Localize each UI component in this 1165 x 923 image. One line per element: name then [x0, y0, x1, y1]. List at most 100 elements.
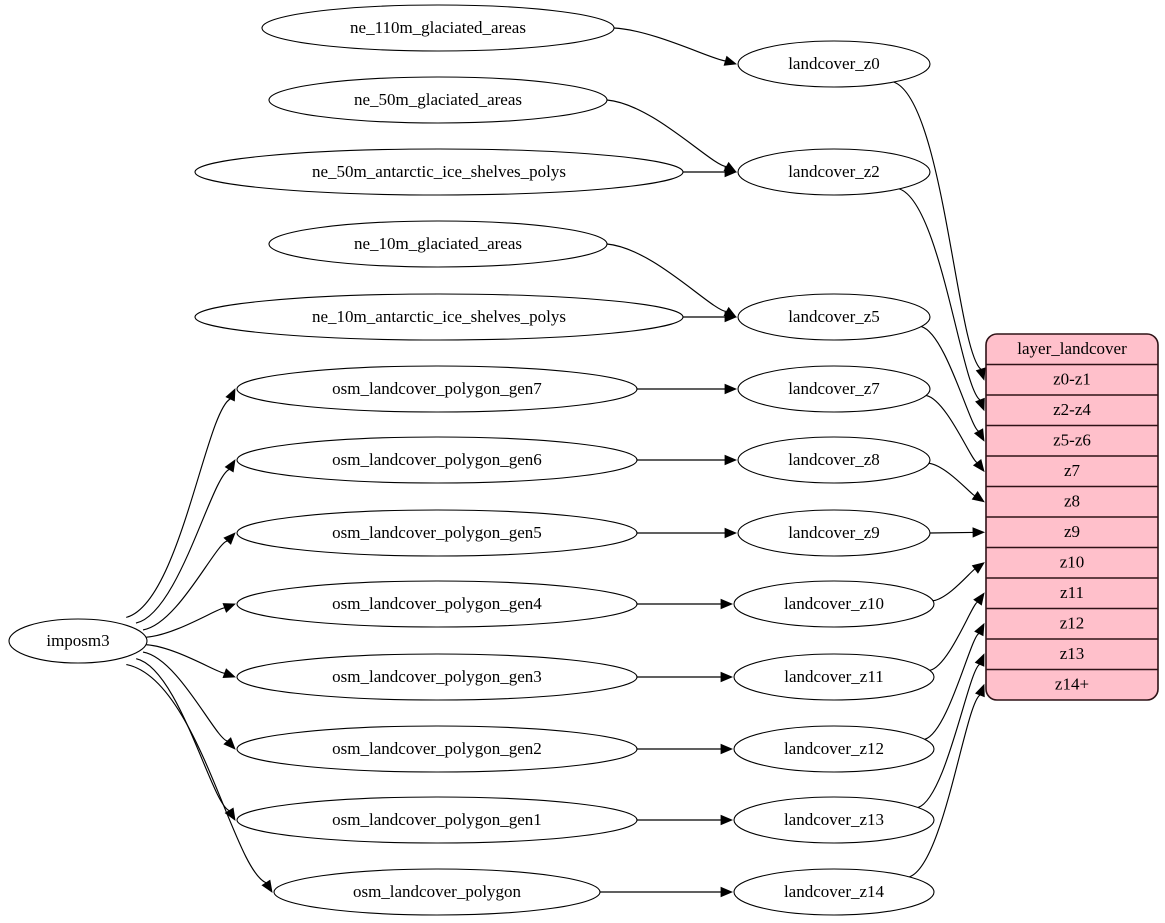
table-row-z2-z4[interactable]: z2-z4	[1053, 400, 1091, 419]
ne-node-ne_10m_glaciated_areas[interactable]: ne_10m_glaciated_areas	[268, 220, 608, 268]
node-label: landcover_z13	[784, 810, 884, 829]
table-row-z14+[interactable]: z14+	[1055, 675, 1089, 694]
node-label: landcover_z0	[788, 54, 880, 73]
arrowhead-layer_landcover-z5-z6	[973, 428, 985, 442]
landcover-node-landcover_z0[interactable]: landcover_z0	[737, 40, 931, 88]
arrowhead-landcover_z0	[723, 55, 737, 66]
arrowhead-osm_landcover_polygon_gen7	[225, 388, 236, 402]
landcover-node-landcover_z9[interactable]: landcover_z9	[737, 509, 931, 557]
node-label: osm_landcover_polygon	[353, 882, 522, 901]
landcover-node-landcover_z8[interactable]: landcover_z8	[737, 436, 931, 484]
arrowhead-landcover_z5	[724, 311, 738, 323]
edge-ne_10m_glaciated_areas-to-landcover_z5	[606, 243, 727, 313]
edge-ne_110m_glaciated_areas-to-landcover_z0	[613, 27, 726, 62]
layer-landcover-table: layer_landcover z0-z1 z2-z4 z5-z6 z7 z8 z9 z10 z…	[985, 333, 1159, 701]
node-ellipse	[194, 293, 684, 341]
node-label: osm_landcover_polygon_gen4	[332, 594, 542, 613]
arrowhead-osm_landcover_polygon_gen4	[222, 603, 236, 613]
osm-node-osm_landcover_polygon_gen5[interactable]: osm_landcover_polygon_gen5	[236, 509, 638, 557]
arrowhead-layer_landcover-z8	[971, 490, 985, 503]
arrowhead-osm_landcover_polygon_gen6	[224, 459, 236, 473]
node-label: imposm3	[46, 631, 109, 650]
landcover-node-landcover_z2[interactable]: landcover_z2	[737, 148, 931, 196]
node-ellipse	[8, 618, 148, 664]
edge-imposm3-to-osm_landcover_polygon	[126, 663, 267, 884]
table-row-z7[interactable]: z7	[1064, 461, 1081, 480]
landcover-node-landcover_z13[interactable]: landcover_z13	[733, 796, 935, 844]
node-label: ne_50m_antarctic_ice_shelves_polys	[312, 162, 566, 181]
node-label: ne_110m_glaciated_areas	[350, 18, 526, 37]
landcover-node-landcover_z10[interactable]: landcover_z10	[733, 580, 935, 628]
landcover-node-landcover_z7[interactable]: landcover_z7	[737, 365, 931, 413]
arrowhead-layer_landcover-z7	[972, 459, 985, 473]
edge-landcover_z7-to-layer_landcover-z7	[925, 394, 978, 464]
node-label: osm_landcover_polygon_gen3	[332, 667, 542, 686]
landcover-node-landcover_z12[interactable]: landcover_z12	[733, 725, 935, 773]
node-label: landcover_z9	[788, 523, 880, 542]
edge-landcover_z8-to-layer_landcover-z8	[928, 462, 976, 497]
node-label: landcover_z7	[788, 379, 880, 398]
table-row-z8[interactable]: z8	[1064, 492, 1080, 511]
ne-node-ne_10m_antarctic_ice_shelves_polys[interactable]: ne_10m_antarctic_ice_shelves_polys	[194, 293, 684, 341]
table-header-label: layer_landcover	[1017, 339, 1127, 358]
table-row-z10[interactable]: z10	[1060, 553, 1085, 572]
node-ellipse	[737, 436, 931, 484]
arrowhead-landcover_z11	[720, 671, 734, 683]
node-ellipse	[733, 796, 935, 844]
node-ellipse	[733, 868, 935, 916]
arrowhead-layer_landcover-z12	[974, 622, 985, 637]
osm-node-osm_landcover_polygon_gen1[interactable]: osm_landcover_polygon_gen1	[236, 796, 638, 844]
edge-landcover_z11-to-layer_landcover-z11	[929, 601, 979, 671]
node-ellipse	[268, 76, 608, 124]
osm-node-osm_landcover_polygon_gen2[interactable]: osm_landcover_polygon_gen2	[236, 725, 638, 773]
edge-landcover_z9-to-layer_landcover-z9	[929, 531, 974, 534]
landcover-node-landcover_z5[interactable]: landcover_z5	[737, 293, 931, 341]
table-row-z13[interactable]: z13	[1060, 644, 1085, 663]
osm-node-osm_landcover_polygon_gen3[interactable]: osm_landcover_polygon_gen3	[236, 653, 638, 701]
osm-node-osm_landcover_polygon_gen6[interactable]: osm_landcover_polygon_gen6	[236, 436, 638, 484]
edge-imposm3-to-osm_landcover_polygon_gen3	[146, 644, 225, 674]
arrowhead-layer_landcover-z11	[973, 592, 985, 606]
arrowhead-layer_landcover-z10	[971, 562, 985, 574]
landcover-node-landcover_z11[interactable]: landcover_z11	[733, 653, 935, 701]
node-ellipse	[236, 725, 638, 773]
node-ellipse	[733, 580, 935, 628]
arrowhead-landcover_z2	[724, 166, 738, 178]
node-label: landcover_z14	[784, 882, 885, 901]
table-row-z11[interactable]: z11	[1060, 583, 1084, 602]
nodes-layer: imposm3 ne_110m_glaciated_areas ne_50m_gla…	[8, 4, 935, 916]
node-ellipse	[236, 653, 638, 701]
node-label: landcover_z12	[784, 739, 884, 758]
node-ellipse	[737, 148, 931, 196]
edge-imposm3-to-osm_landcover_polygon_gen5	[142, 540, 228, 631]
table-row-z12[interactable]: z12	[1060, 614, 1085, 633]
node-ellipse	[733, 653, 935, 701]
node-ellipse	[268, 220, 608, 268]
edge-imposm3-to-osm_landcover_polygon_gen4	[146, 607, 225, 638]
node-ellipse	[236, 436, 638, 484]
node-ellipse	[737, 365, 931, 413]
arrowhead-osm_landcover_polygon_gen3	[222, 668, 236, 678]
ne-node-ne_50m_glaciated_areas[interactable]: ne_50m_glaciated_areas	[268, 76, 608, 124]
osm-node-osm_landcover_polygon_gen4[interactable]: osm_landcover_polygon_gen4	[236, 580, 638, 628]
node-label: landcover_z8	[788, 450, 880, 469]
ne-node-ne_110m_glaciated_areas[interactable]: ne_110m_glaciated_areas	[261, 4, 615, 52]
table-row-z5-z6[interactable]: z5-z6	[1053, 431, 1091, 450]
ne-node-ne_50m_antarctic_ice_shelves_polys[interactable]: ne_50m_antarctic_ice_shelves_polys	[194, 148, 684, 196]
source-node-imposm3[interactable]: imposm3	[8, 618, 148, 664]
table-row-z9[interactable]: z9	[1064, 522, 1080, 541]
osm-node-osm_landcover_polygon[interactable]: osm_landcover_polygon	[273, 868, 601, 916]
landcover-node-landcover_z14[interactable]: landcover_z14	[733, 868, 935, 916]
table-row-z0-z1[interactable]: z0-z1	[1053, 370, 1091, 389]
arrowhead-layer_landcover-z0-z1	[975, 367, 986, 381]
node-label: landcover_z5	[788, 307, 880, 326]
edge-landcover_z0-to-layer_landcover-z0-z1	[893, 81, 982, 370]
osm-node-osm_landcover_polygon_gen7[interactable]: osm_landcover_polygon_gen7	[236, 365, 638, 413]
node-label: landcover_z11	[784, 667, 883, 686]
arrowhead-landcover_z13	[720, 814, 734, 826]
edge-imposm3-to-osm_landcover_polygon_gen6	[135, 468, 230, 624]
arrowhead-landcover_z9	[724, 527, 738, 539]
node-ellipse	[737, 293, 931, 341]
arrowhead-landcover_z7	[724, 383, 738, 395]
